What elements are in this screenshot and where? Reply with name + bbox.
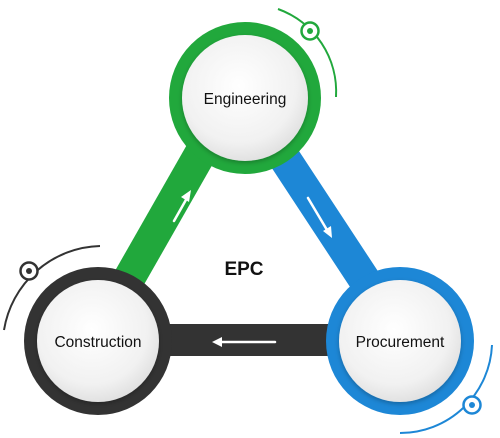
target-icon — [462, 395, 482, 415]
node-engineering-label: Engineering — [204, 91, 287, 108]
node-construction-label: Construction — [54, 334, 141, 351]
construction-decor-arc — [3, 245, 101, 331]
node-procurement-label: Procurement — [356, 334, 445, 351]
node-construction: Construction — [24, 267, 172, 415]
target-icon — [300, 21, 320, 41]
arrow-procurement-to-construction — [212, 337, 277, 347]
center-label: EPC — [224, 259, 263, 280]
engineering-decor-arc — [277, 8, 338, 98]
procurement-decor-arc — [399, 344, 493, 435]
arrow-construction-to-engineering — [172, 190, 191, 223]
arrow-engineering-to-procurement — [306, 196, 332, 238]
node-procurement: Procurement — [326, 267, 474, 415]
target-icon — [19, 261, 39, 281]
node-engineering: Engineering — [169, 22, 321, 174]
